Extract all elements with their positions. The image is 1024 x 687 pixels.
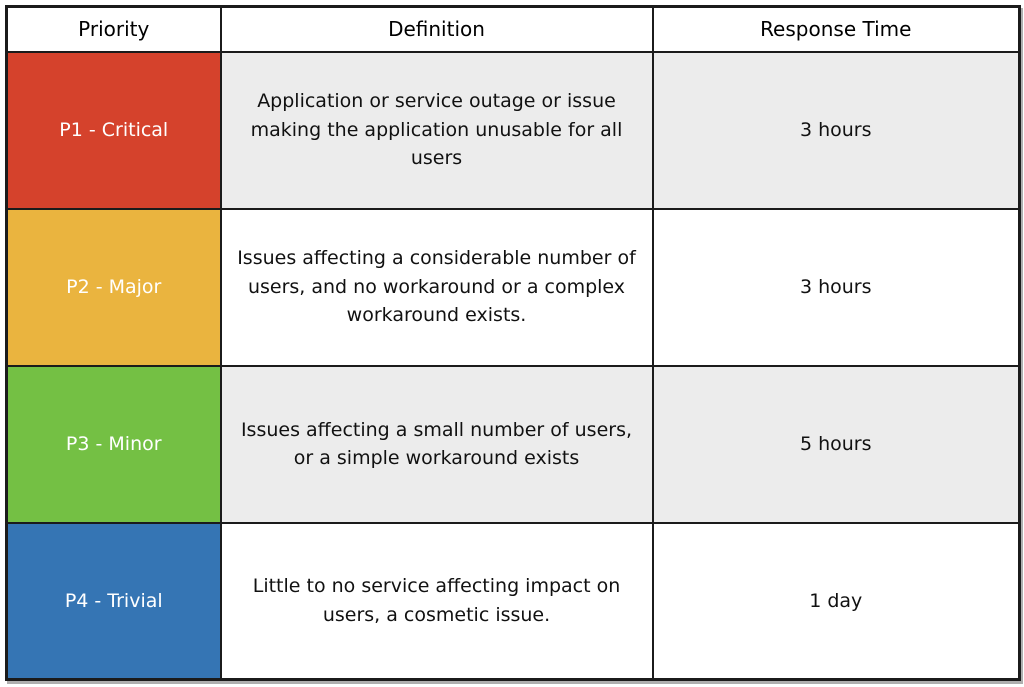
priority-label-p4: P4 - Trivial — [64, 589, 163, 612]
header-priority: Priority — [5, 5, 222, 53]
response-text-p4: 1 day — [809, 589, 863, 612]
priority-label-p2: P2 - Major — [66, 276, 162, 298]
table-row-p4: P4 - Trivial Little to no service affect… — [5, 521, 1021, 681]
header-definition-label: Definition — [388, 17, 485, 42]
header-response-time: Response Time — [651, 5, 1021, 53]
priority-table: Priority Definition Response Time P1 - C… — [5, 5, 1021, 681]
definition-cell-p2: Issues affecting a considerable number o… — [219, 207, 654, 367]
response-cell-p2: 3 hours — [651, 207, 1021, 367]
header-row: Priority Definition Response Time — [5, 5, 1021, 53]
definition-cell-p3: Issues affecting a small number of users… — [219, 364, 654, 524]
definition-cell-p4: Little to no service affecting impact on… — [219, 521, 654, 681]
priority-label-p3: P3 - Minor — [65, 433, 162, 455]
header-response-time-label: Response Time — [760, 17, 912, 42]
priority-label-p1: P1 - Critical — [59, 119, 169, 141]
definition-text-p4: Little to no service affecting impact on… — [252, 575, 621, 626]
definition-text-p1: Application or service outage or issue m… — [250, 90, 623, 170]
definition-text-p2: Issues affecting a considerable number o… — [237, 247, 636, 327]
response-cell-p3: 5 hours — [651, 364, 1021, 524]
header-definition: Definition — [219, 5, 654, 53]
priority-cell-p2: P2 - Major — [5, 207, 222, 367]
response-text-p1: 3 hours — [799, 119, 872, 141]
response-cell-p1: 3 hours — [651, 50, 1021, 210]
response-text-p2: 3 hours — [799, 276, 872, 298]
table-row-p3: P3 - Minor Issues affecting a small numb… — [5, 364, 1021, 524]
header-priority-label: Priority — [78, 17, 150, 42]
table-row-p1: P1 - Critical Application or service out… — [5, 50, 1021, 210]
priority-cell-p4: P4 - Trivial — [5, 521, 222, 681]
priority-cell-p1: P1 - Critical — [5, 50, 222, 210]
definition-text-p3: Issues affecting a small number of users… — [240, 418, 633, 470]
response-text-p3: 5 hours — [799, 433, 872, 455]
table-row-p2: P2 - Major Issues affecting a considerab… — [5, 207, 1021, 367]
priority-cell-p3: P3 - Minor — [5, 364, 222, 524]
response-cell-p4: 1 day — [651, 521, 1021, 681]
definition-cell-p1: Application or service outage or issue m… — [219, 50, 654, 210]
